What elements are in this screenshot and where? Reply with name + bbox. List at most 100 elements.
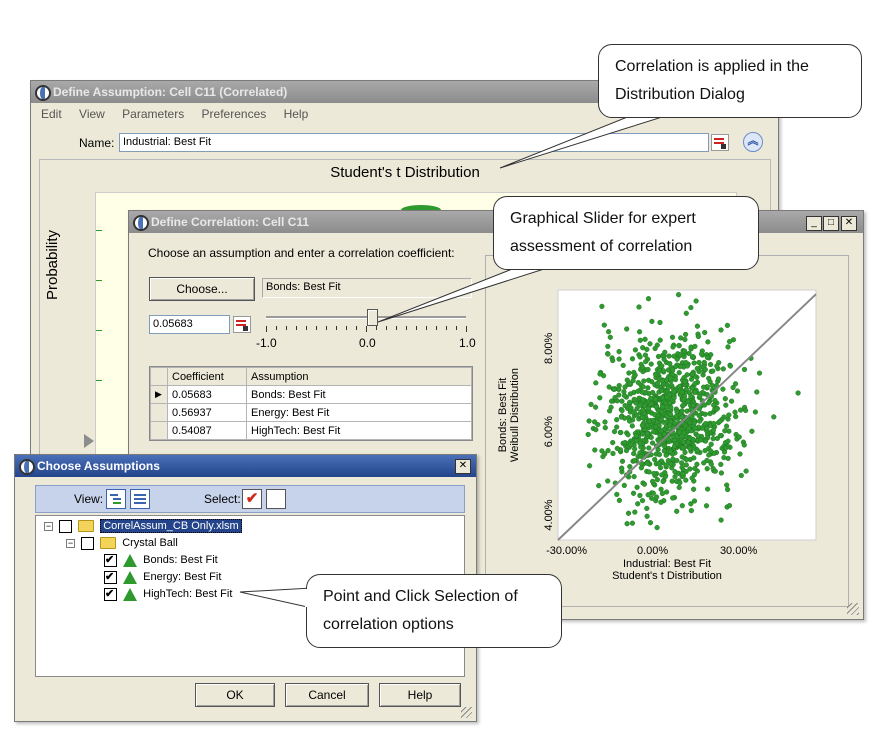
scatter-point — [654, 342, 660, 348]
menu-edit[interactable]: Edit — [41, 107, 62, 121]
minimize-button[interactable]: _ — [806, 216, 822, 231]
scatter-point — [641, 378, 647, 384]
close-button[interactable]: ✕ — [841, 216, 857, 231]
table-row[interactable]: 0.56937 Energy: Best Fit — [150, 403, 472, 422]
y-tick-label: 8.00% — [543, 333, 555, 364]
maximize-button[interactable]: □ — [823, 216, 839, 231]
group-checkbox[interactable] — [81, 536, 95, 550]
energy-checkbox[interactable] — [104, 569, 117, 586]
scatter-point — [732, 409, 738, 415]
coefficient-cell[interactable]: 0.56937 — [167, 403, 247, 422]
tree-file-row[interactable]: − CorrelAssum_CB Only.xlsm — [44, 518, 245, 535]
slider-thumb[interactable] — [366, 309, 378, 326]
scatter-point — [667, 411, 674, 417]
slider-tick — [416, 326, 417, 330]
coefficient-cell[interactable]: 0.05683 — [167, 385, 247, 404]
file-checkbox[interactable] — [59, 519, 73, 533]
slider-tick — [376, 326, 377, 330]
item-label[interactable]: Bonds: Best Fit — [143, 554, 218, 566]
bonds-checkbox[interactable] — [104, 552, 117, 569]
ok-button[interactable]: OK — [195, 683, 275, 707]
scatter-point — [621, 393, 628, 399]
selected-assumption-field: Bonds: Best Fit — [262, 278, 472, 298]
scatter-point — [593, 380, 599, 386]
table-row[interactable]: ▶ 0.05683 Bonds: Best Fit — [150, 385, 472, 404]
collapse-icon[interactable]: − — [44, 520, 53, 531]
tree-group-row[interactable]: − Crystal Ball — [66, 535, 181, 552]
name-input[interactable]: Industrial: Best Fit — [119, 133, 709, 152]
collapse-chevron-icon[interactable]: ︽ — [743, 132, 763, 152]
hightech-checkbox[interactable] — [104, 586, 117, 603]
select-none-icon[interactable] — [266, 489, 286, 509]
item-label[interactable]: HighTech: Best Fit — [143, 588, 233, 600]
list-view-icon[interactable] — [130, 489, 150, 509]
choose-titlebar[interactable]: Choose Assumptions — [15, 455, 476, 477]
scatter-point — [724, 322, 731, 329]
tree-view-icon[interactable] — [106, 489, 126, 509]
scatter-point — [702, 402, 708, 408]
scatter-point — [669, 478, 675, 484]
file-label[interactable]: CorrelAssum_CB Only.xlsm — [100, 519, 242, 533]
scatter-point — [632, 347, 639, 353]
scatter-point — [726, 503, 733, 509]
scatter-point — [661, 443, 668, 449]
scatter-point — [638, 465, 645, 471]
scatter-point — [714, 363, 720, 369]
list-item[interactable]: Bonds: Best Fit — [104, 552, 221, 569]
assumption-header[interactable]: Assumption — [246, 367, 472, 386]
scatter-point — [737, 451, 743, 457]
cell-reference-icon[interactable] — [233, 316, 251, 333]
scatter-point — [625, 510, 632, 516]
cancel-button[interactable]: Cancel — [285, 683, 369, 707]
scatter-point — [640, 397, 646, 403]
resize-grip-icon[interactable] — [461, 707, 472, 718]
assumption-titlebar[interactable]: Define Assumption: Cell C11 (Correlated) — [31, 81, 778, 103]
scatter-point — [640, 384, 646, 390]
distribution-title: Student's t Distribution — [330, 164, 480, 181]
scatter-point — [631, 474, 637, 480]
table-row[interactable]: 0.54087 HighTech: Best Fit — [150, 421, 472, 440]
scatter-point — [706, 400, 712, 406]
scatter-point — [618, 429, 624, 436]
scatter-point — [610, 450, 616, 457]
menu-preferences[interactable]: Preferences — [201, 107, 267, 121]
scatter-point — [646, 469, 652, 475]
slider-tick — [356, 326, 357, 330]
item-label[interactable]: Energy: Best Fit — [143, 571, 222, 583]
resize-grip-icon[interactable] — [847, 603, 859, 615]
group-label[interactable]: Crystal Ball — [122, 537, 178, 549]
select-all-icon[interactable]: ✔ — [242, 489, 262, 509]
help-button[interactable]: Help — [379, 683, 461, 707]
scatter-point — [645, 460, 651, 467]
correlation-slider[interactable] — [261, 309, 471, 339]
left-grabber-icon[interactable] — [84, 434, 94, 448]
cell-reference-icon[interactable] — [711, 134, 729, 151]
scatter-point — [585, 431, 591, 438]
coefficient-input[interactable]: 0.05683 — [149, 315, 230, 334]
assumption-cell[interactable]: Bonds: Best Fit — [246, 385, 472, 404]
coefficient-header[interactable]: Coefficient — [167, 367, 247, 386]
scatter-point — [702, 448, 708, 454]
collapse-icon[interactable]: − — [66, 537, 75, 548]
scatter-point — [637, 354, 643, 360]
menu-parameters[interactable]: Parameters — [122, 107, 185, 121]
scatter-point — [690, 354, 696, 360]
assumption-cell[interactable]: HighTech: Best Fit — [246, 421, 472, 440]
list-item[interactable]: Energy: Best Fit — [104, 569, 224, 586]
scatter-point — [629, 520, 636, 526]
menu-view[interactable]: View — [79, 107, 105, 121]
scatter-point — [771, 414, 777, 420]
scatter-point — [588, 401, 594, 408]
assumption-cell[interactable]: Energy: Best Fit — [246, 403, 472, 422]
scatter-point — [702, 411, 708, 417]
scatter-point — [717, 418, 723, 424]
scatter-point — [637, 337, 643, 343]
list-item[interactable]: HighTech: Best Fit — [104, 586, 235, 603]
correlation-title: Define Correlation: Cell C11 — [151, 215, 310, 229]
choose-button[interactable]: Choose... — [149, 277, 255, 301]
menu-help[interactable]: Help — [283, 107, 309, 121]
slider-tick — [286, 326, 287, 330]
scatter-point — [670, 367, 676, 373]
close-button[interactable]: ✕ — [455, 459, 471, 474]
coefficient-cell[interactable]: 0.54087 — [167, 421, 247, 440]
